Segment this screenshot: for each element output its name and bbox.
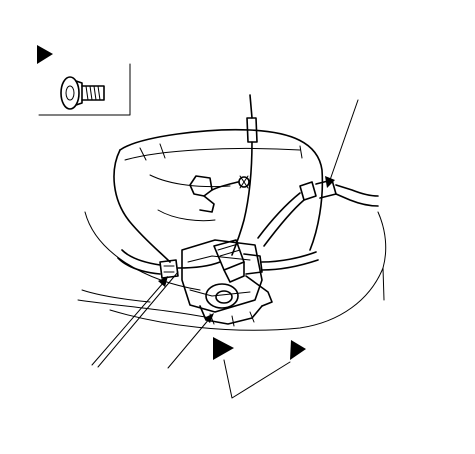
bottom-markers [213, 337, 306, 399]
bumper-outline [77, 211, 387, 331]
right-connector [257, 179, 379, 247]
triangle-marker-icon [290, 340, 306, 360]
vertical-cable [231, 94, 258, 256]
upper-bracket [189, 175, 250, 213]
leader-lines [91, 99, 359, 369]
bolt-inset [37, 45, 131, 116]
flange-bolt-icon [60, 76, 105, 110]
left-connector [117, 249, 221, 279]
leader-arrow-icon [329, 99, 359, 181]
triangle-marker-icon [37, 45, 53, 64]
lamp-housing [113, 128, 324, 263]
inset-frame [38, 63, 131, 116]
triangle-marker-icon [213, 337, 234, 360]
fog-lamp-unit [181, 239, 319, 327]
